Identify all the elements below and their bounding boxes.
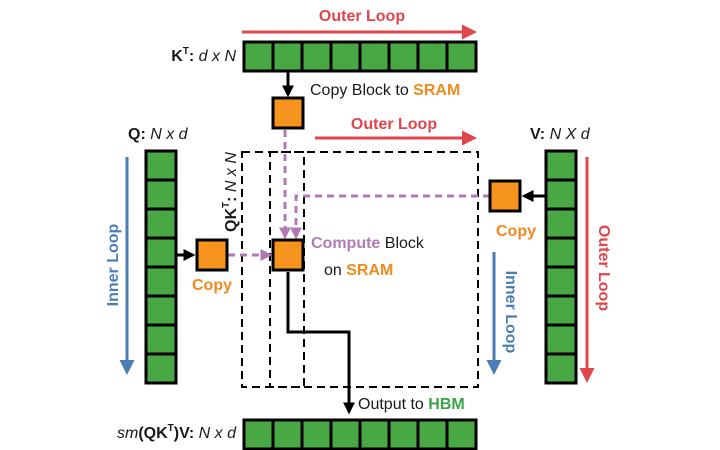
outer-loop-right-label: Outer Loop [595, 225, 612, 311]
q-cell [144, 265, 178, 298]
q-matrix [144, 149, 178, 385]
kt-cell [416, 40, 449, 73]
v-cell [544, 265, 578, 298]
v-cell [544, 149, 578, 182]
kt-cell [445, 40, 478, 73]
q-cell [144, 236, 178, 269]
kt-label: KT: d x N [171, 46, 236, 65]
v-cell [544, 294, 578, 327]
copy-block-caption: Copy Block to SRAM [310, 82, 460, 99]
q-label: Q: N x d [128, 126, 189, 143]
output-cell [358, 418, 391, 450]
output-label: sm(QKT)V: N x d [117, 423, 237, 442]
v-cell [544, 178, 578, 211]
output-cell [271, 418, 304, 450]
qkt-label: QKT: N x N [221, 152, 240, 232]
compute-block [271, 238, 305, 272]
v-cell [544, 236, 578, 269]
outer-loop-mid-label: Outer Loop [351, 116, 437, 133]
kt-cell [387, 40, 420, 73]
q-cell [144, 207, 178, 240]
kt-cell [271, 40, 304, 73]
output-cell [300, 418, 333, 450]
output-cell [445, 418, 478, 450]
kt-sram-block [271, 96, 305, 130]
output-arrow [286, 272, 355, 415]
output-cell [242, 418, 275, 450]
output-caption: Output to HBM [358, 396, 465, 413]
copy-right-label: Copy [496, 223, 536, 240]
qkt-matrix-outline [241, 151, 479, 388]
q-cell [144, 294, 178, 327]
compute-caption-line1: Compute Block [311, 235, 425, 252]
output-cell [387, 418, 420, 450]
v-label: V: N X d [530, 126, 591, 143]
copy-left-label: Copy [192, 277, 232, 294]
output-matrix [242, 418, 478, 450]
q-sram-block [195, 238, 229, 272]
kt-cell [242, 40, 275, 73]
v-sram-block [488, 179, 522, 213]
output-cell [416, 418, 449, 450]
inner-loop-right-label: Inner Loop [502, 271, 519, 354]
compute-caption-line2: on SRAM [324, 262, 393, 279]
kt-matrix [242, 40, 478, 73]
q-cell [144, 323, 178, 356]
v-matrix [544, 149, 578, 385]
inner-loop-left-label: Inner Loop [105, 223, 122, 306]
kt-cell [329, 40, 362, 73]
output-cell [329, 418, 362, 450]
v-cell [544, 207, 578, 240]
v-cell [544, 352, 578, 385]
q-cell [144, 352, 178, 385]
q-cell [144, 178, 178, 211]
q-cell [144, 149, 178, 182]
kt-cell [358, 40, 391, 73]
kt-cell [300, 40, 333, 73]
outer-loop-top-label: Outer Loop [319, 8, 405, 25]
qkt-column-strip [269, 151, 305, 388]
v-to-compute-dashed [290, 194, 490, 240]
v-cell [544, 323, 578, 356]
